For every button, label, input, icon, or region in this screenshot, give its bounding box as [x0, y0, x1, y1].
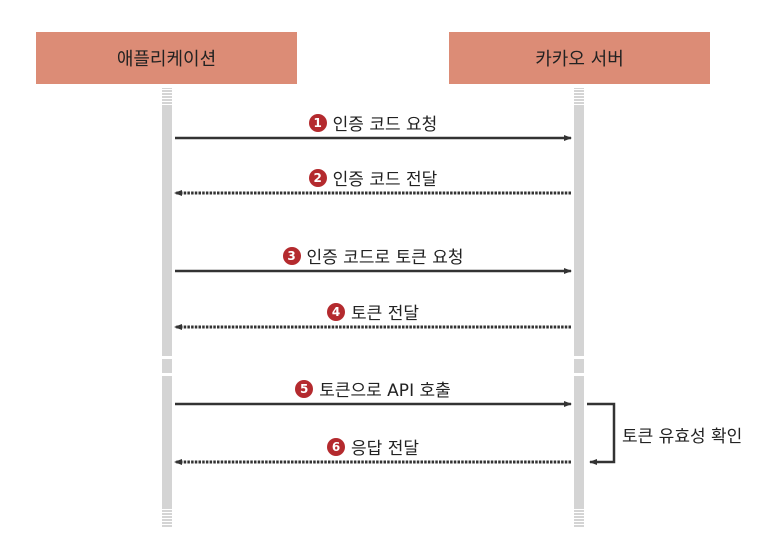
step-number-badge: 6: [327, 437, 346, 456]
message-text: 토큰으로 API 호출: [319, 381, 451, 401]
lifeline-kakao-server: [574, 88, 584, 528]
step-number-badge: 4: [327, 302, 346, 321]
message-label-1: 1 인증 코드 요청: [175, 110, 571, 135]
participant-kakao-server: 카카오 서버: [449, 32, 710, 84]
participant-application: 애플리케이션: [36, 32, 297, 84]
step-number-badge: 2: [308, 168, 327, 187]
message-text: 인증 코드 전달: [332, 170, 438, 190]
self-check-bracket: [587, 402, 616, 465]
step-number-badge: 3: [282, 246, 301, 265]
step-number-badge: 5: [295, 379, 314, 398]
message-label-6: 6 응답 전달: [175, 434, 571, 459]
step-number-badge: 1: [308, 113, 327, 132]
message-text: 인증 코드 요청: [332, 115, 438, 135]
message-text: 토큰 전달: [351, 304, 419, 324]
message-text: 인증 코드로 토큰 요청: [306, 248, 464, 268]
message-label-2: 2 인증 코드 전달: [175, 165, 571, 190]
self-check-label: 토큰 유효성 확인: [622, 427, 743, 447]
message-label-3: 3 인증 코드로 토큰 요청: [175, 243, 571, 268]
message-label-4: 4 토큰 전달: [175, 299, 571, 324]
lifeline-application: [162, 88, 172, 528]
message-text: 응답 전달: [351, 439, 419, 459]
message-label-5: 5 토큰으로 API 호출: [175, 376, 571, 401]
